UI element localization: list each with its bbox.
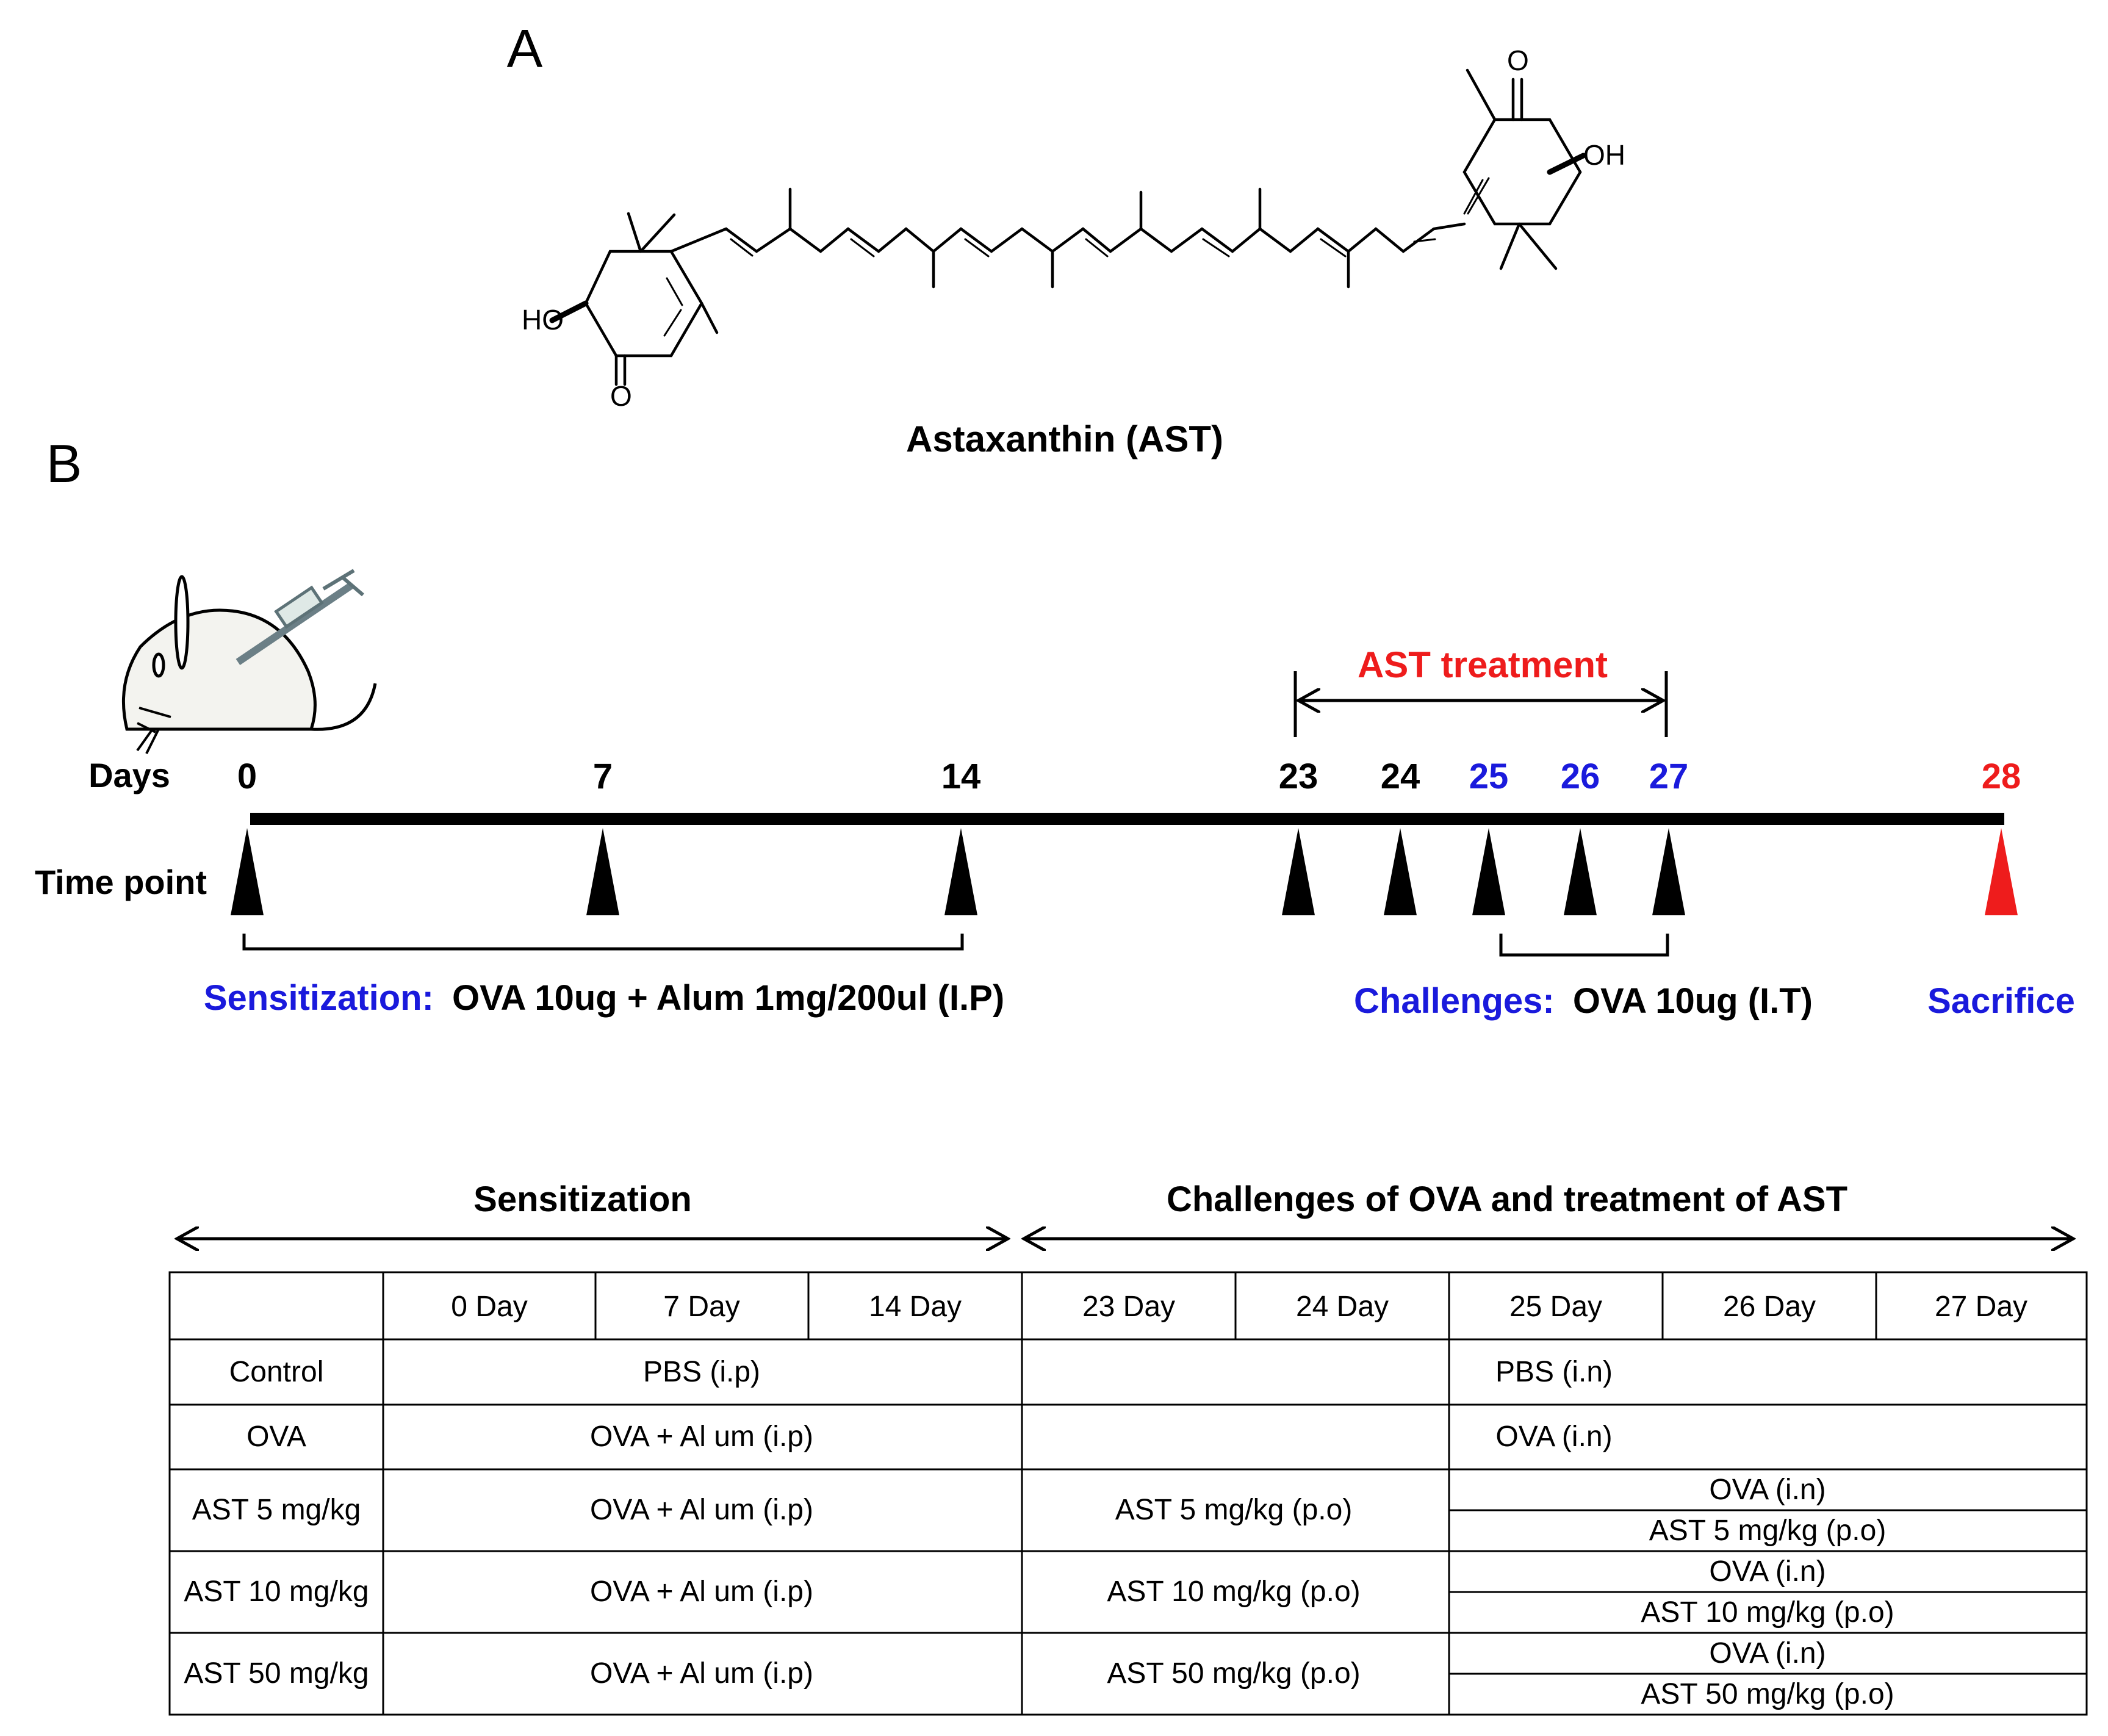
row-control-sens: PBS (i.p): [643, 1356, 760, 1388]
atom-oh-right: OH: [1583, 139, 1625, 171]
atom-labels: HO O O OH: [522, 45, 1625, 412]
timepoint-marker-0: [231, 828, 264, 915]
row-ast50-late-top: OVA (i.n): [1709, 1637, 1826, 1669]
row-control-group: Control: [229, 1356, 324, 1388]
astaxanthin-structure: [549, 68, 1586, 386]
compound-name: Astaxanthin (AST): [906, 419, 1223, 459]
sensitization-bracket: [242, 934, 964, 951]
header-27day: 27 Day: [1935, 1291, 2027, 1323]
panel-a-label: A: [507, 18, 543, 79]
day-label-26: 26: [1561, 757, 1600, 796]
row-ast50-group: AST 50 mg/kg: [184, 1657, 369, 1690]
day-label-7: 7: [593, 757, 613, 796]
timepoint-marker-23: [1282, 828, 1315, 915]
timepoint-marker-7: [586, 828, 619, 915]
atom-o-left: O: [610, 380, 632, 412]
day-marks: 0 7 14 23 24 25 26 27 28: [231, 757, 2021, 915]
day-label-27: 27: [1649, 757, 1689, 796]
row-ast10-sens: OVA + Al um (i.p): [590, 1576, 813, 1608]
row-ast5-sens: OVA + Al um (i.p): [590, 1494, 813, 1526]
row-ova-sens: OVA + Al um (i.p): [590, 1421, 813, 1453]
row-ova-chal: OVA (i.n): [1495, 1421, 1612, 1453]
row-ast5-pre: AST 5 mg/kg (p.o): [1115, 1494, 1353, 1526]
row-ast10-late-bottom: AST 10 mg/kg (p.o): [1641, 1596, 1894, 1629]
row-ast10-group: AST 10 mg/kg: [184, 1576, 369, 1608]
timeline-bar: [250, 813, 2004, 825]
row-ast50-late-bottom: AST 50 mg/kg (p.o): [1641, 1678, 1894, 1710]
challenges-text: OVA 10ug (I.T): [1573, 981, 1813, 1021]
challenges-prefix: Challenges:: [1354, 981, 1555, 1021]
atom-o-right: O: [1507, 45, 1529, 76]
sacrifice-label: Sacrifice: [1927, 981, 2075, 1021]
row-ast5-late-top: OVA (i.n): [1709, 1474, 1826, 1506]
header-7day: 7 Day: [663, 1291, 739, 1323]
day-label-24: 24: [1381, 757, 1420, 796]
days-label: Days: [88, 756, 170, 794]
header-23day: 23 Day: [1082, 1291, 1175, 1323]
row-ast5-late-bottom: AST 5 mg/kg (p.o): [1649, 1514, 1887, 1547]
row-control-chal: PBS (i.n): [1495, 1356, 1613, 1388]
protocol-table: [168, 1271, 2088, 1716]
header-26day: 26 Day: [1723, 1291, 1816, 1323]
header-14day: 14 Day: [869, 1291, 962, 1323]
row-ast50-pre: AST 50 mg/kg (p.o): [1107, 1657, 1360, 1690]
header-0day: 0 Day: [451, 1291, 527, 1323]
panel-b-label: B: [46, 433, 82, 494]
header-24day: 24 Day: [1296, 1291, 1389, 1323]
timepoint-marker-24: [1384, 828, 1417, 915]
timepoint-label: Time point: [35, 863, 207, 901]
header-25day: 25 Day: [1509, 1291, 1602, 1323]
row-ova-group: OVA: [246, 1421, 306, 1453]
row-ast10-pre: AST 10 mg/kg (p.o): [1107, 1576, 1360, 1608]
timepoint-marker-27: [1652, 828, 1685, 915]
timepoint-marker-14: [944, 828, 977, 915]
sensitization-prefix: Sensitization:: [204, 978, 434, 1018]
challenges-caption: Challenges: OVA 10ug (I.T): [1354, 981, 1813, 1021]
treatment-label: AST treatment: [1358, 644, 1608, 685]
challenges-bracket: [1499, 934, 1669, 957]
phase-challenge-label: Challenges of OVA and treatment of AST: [1167, 1180, 1847, 1219]
day-label-0: 0: [237, 757, 257, 796]
timepoint-marker-25: [1472, 828, 1505, 915]
row-ast5-group: AST 5 mg/kg: [192, 1494, 361, 1526]
day-label-28: 28: [1982, 757, 2021, 796]
row-ast50-sens: OVA + Al um (i.p): [590, 1657, 813, 1690]
timepoint-marker-28: [1985, 828, 2018, 915]
day-label-14: 14: [941, 757, 981, 796]
day-label-23: 23: [1279, 757, 1318, 796]
table-text: 0 Day 7 Day 14 Day 23 Day 24 Day 25 Day …: [184, 1291, 2027, 1710]
sensitization-text: OVA 10ug + Alum 1mg/200ul (I.P): [452, 978, 1004, 1018]
mouse-with-syringe-icon: [121, 569, 377, 754]
day-label-25: 25: [1469, 757, 1509, 796]
timepoint-marker-26: [1564, 828, 1597, 915]
sensitization-caption: Sensitization: OVA 10ug + Alum 1mg/200ul…: [204, 978, 1004, 1018]
row-ast10-late-top: OVA (i.n): [1709, 1555, 1826, 1588]
atom-ho-left: HO: [522, 304, 564, 336]
phase-sensitization-label: Sensitization: [473, 1180, 692, 1219]
